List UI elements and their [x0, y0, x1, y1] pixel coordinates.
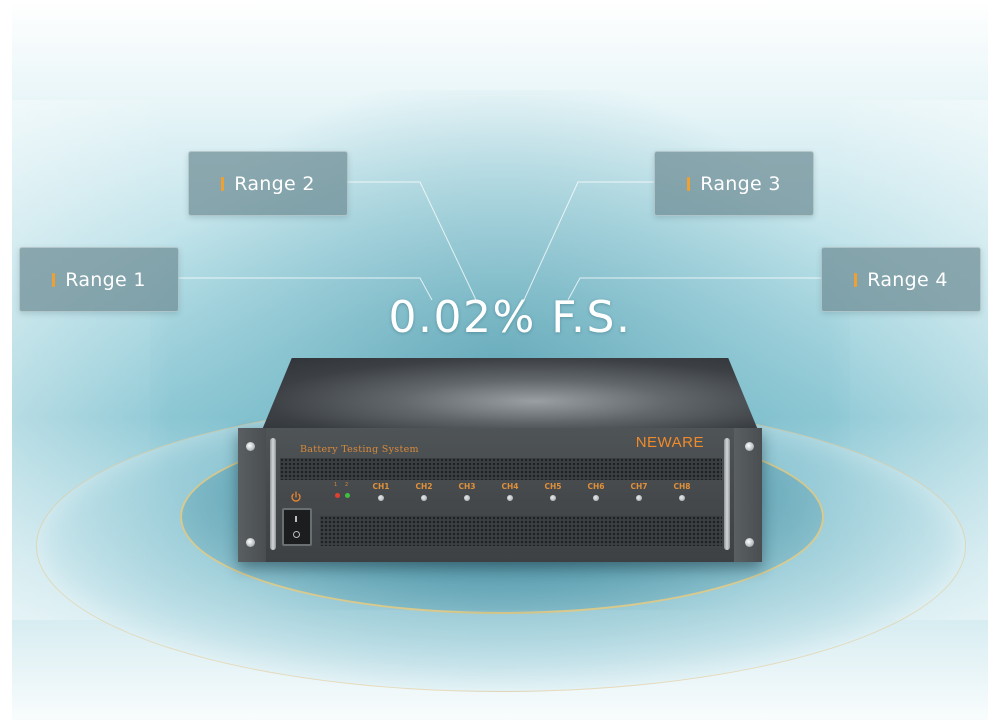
range-card-1: Range 1	[19, 247, 179, 312]
power-switch[interactable]	[282, 508, 312, 546]
channel-led	[507, 495, 513, 501]
range-card-2: Range 2	[188, 151, 348, 216]
channel-indicators: CH1 CH2 CH3 CH4 CH5 CH6	[366, 482, 696, 504]
screw-icon	[745, 538, 754, 547]
channel-led	[550, 495, 556, 501]
channel-label: CH3	[458, 482, 476, 491]
channel-ch8: CH8	[667, 482, 697, 501]
range-label-1: Range 1	[65, 268, 146, 291]
channel-led	[378, 495, 384, 501]
channel-label: CH6	[587, 482, 605, 491]
channel-ch1: CH1	[366, 482, 396, 501]
switch-off-mark	[293, 531, 300, 538]
device-top-cover	[262, 358, 758, 430]
channel-ch7: CH7	[624, 482, 654, 501]
status-led-green	[345, 493, 350, 498]
range-card-3: Range 3	[654, 151, 814, 216]
channel-led	[593, 495, 599, 501]
range-marker	[687, 176, 691, 191]
channel-label: CH7	[630, 482, 648, 491]
range-label-4: Range 4	[867, 268, 948, 291]
channel-led	[464, 495, 470, 501]
rack-handle-left	[270, 438, 276, 550]
range-label-3: Range 3	[700, 172, 781, 195]
vent-grille-bottom	[320, 516, 722, 546]
channel-ch6: CH6	[581, 482, 611, 501]
channel-led	[636, 495, 642, 501]
channel-ch4: CH4	[495, 482, 525, 501]
vent-grille-top	[280, 458, 722, 480]
status-leds: 1 2	[333, 482, 355, 502]
leader-line-range-3	[523, 181, 654, 301]
screw-icon	[246, 538, 255, 547]
leader-line-range-4	[567, 277, 821, 301]
leader-line-range-1	[178, 277, 433, 301]
range-marker	[854, 272, 858, 287]
brand-logo: NEWARE	[635, 434, 704, 451]
rack-ear-left	[238, 428, 276, 562]
status-led-red	[335, 493, 340, 498]
channel-ch3: CH3	[452, 482, 482, 501]
screw-icon	[246, 442, 255, 451]
channel-label: CH1	[372, 482, 390, 491]
screw-icon	[745, 442, 754, 451]
channel-led	[679, 495, 685, 501]
status-led-label-1: 1	[334, 482, 338, 488]
rack-ear-right	[724, 428, 762, 562]
range-marker	[52, 272, 56, 287]
channel-label: CH4	[501, 482, 519, 491]
channel-ch2: CH2	[409, 482, 439, 501]
channel-ch5: CH5	[538, 482, 568, 501]
channel-label: CH5	[544, 482, 562, 491]
status-led-label-2: 2	[345, 482, 349, 488]
panel-label: Battery Testing System	[300, 444, 419, 455]
leader-line-range-2	[346, 181, 477, 301]
channel-label: CH8	[673, 482, 691, 491]
power-icon	[291, 491, 301, 502]
switch-on-mark	[295, 516, 297, 522]
channel-led	[421, 495, 427, 501]
range-label-2: Range 2	[234, 172, 315, 195]
channel-label: CH2	[415, 482, 433, 491]
range-card-4: Range 4	[821, 247, 981, 312]
accuracy-headline: 0.02% F.S.	[388, 292, 632, 343]
rack-handle-right	[724, 438, 730, 550]
device-front-panel: Battery Testing System NEWARE 1 2 CH1 CH…	[238, 428, 762, 562]
range-marker	[221, 176, 225, 191]
